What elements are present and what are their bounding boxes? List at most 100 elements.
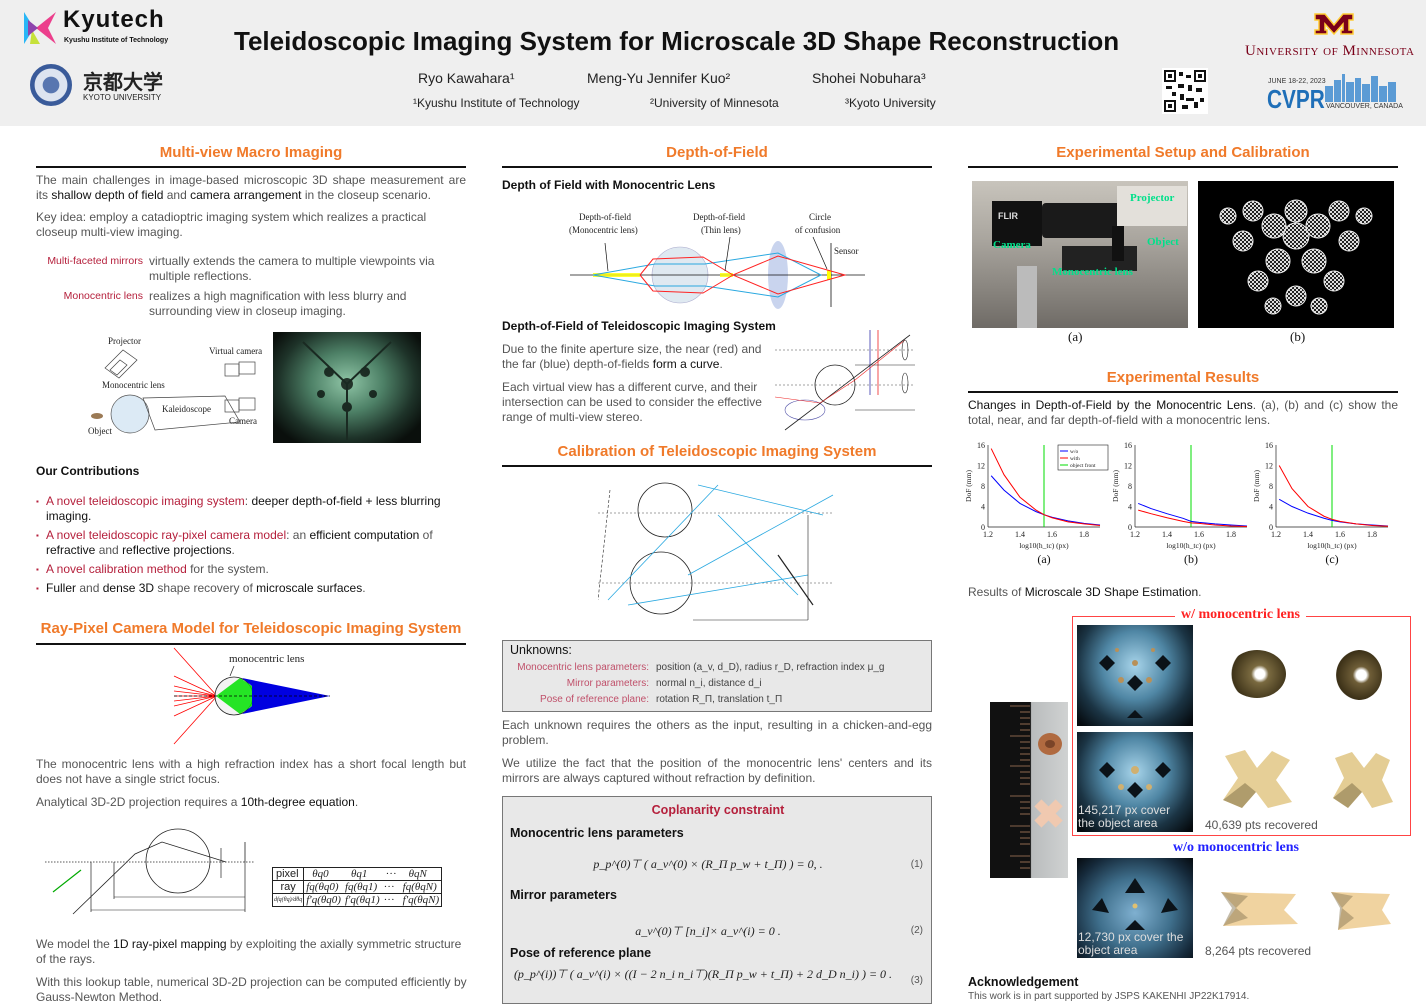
y-tick-label: 12 bbox=[1265, 462, 1273, 471]
y-axis-label: DoF (mm) bbox=[1111, 470, 1120, 502]
y-tick-label: 0 bbox=[1128, 523, 1132, 532]
x-tick-label: 1.8 bbox=[1367, 530, 1377, 539]
with-lens-points-text: 40,639 pts recovered bbox=[1205, 818, 1318, 832]
lens-description: The monocentric lens with a high refract… bbox=[36, 757, 466, 787]
kaleidoscope-capture-image bbox=[273, 332, 421, 443]
emphasis-text: deeper depth-of-field + less blurring im… bbox=[46, 494, 441, 523]
table-cell: f′q(θq1) bbox=[342, 893, 382, 907]
lens-label: monocentric lens bbox=[229, 653, 304, 665]
emphasis-text: microscale surfaces bbox=[256, 581, 363, 595]
divider bbox=[968, 166, 1398, 168]
label-camera: Camera bbox=[993, 239, 1031, 251]
legend-label: with bbox=[1070, 456, 1080, 462]
table-cell: f′q(θq0) bbox=[303, 893, 343, 907]
post bbox=[1017, 266, 1037, 328]
divider bbox=[36, 643, 466, 645]
gauss-newton-description: With this lookup table, numerical 3D-2D … bbox=[36, 975, 468, 1005]
shape-results-paragraph: Results of Microscale 3D Shape Estimatio… bbox=[968, 585, 1398, 600]
dof-lens-diagram: Depth-of-field (Monocentric lens) Depth-… bbox=[569, 212, 865, 309]
text-segment: : employ a catadioptric imaging system w… bbox=[36, 210, 427, 239]
emphasis-text: refractive bbox=[46, 543, 96, 557]
table-cell: θq0 bbox=[303, 867, 343, 881]
section-title-calibration: Calibration of Teleidoscopic Imaging Sys… bbox=[557, 443, 877, 460]
label: of confusion bbox=[795, 225, 841, 235]
ray-pixel-geometry-diagram bbox=[45, 828, 255, 915]
reconstruction-without-view-2 bbox=[1331, 892, 1391, 930]
emphasis-text: camera arrangement bbox=[190, 188, 302, 202]
label-monocentric-lens: Monocentric lens bbox=[1052, 266, 1133, 278]
definition-term: Monocentric lens bbox=[63, 290, 143, 302]
y-tick-label: 16 bbox=[977, 441, 985, 450]
umn-m-logo-icon bbox=[1313, 12, 1355, 36]
projection-description: Analytical 3D-2D projection requires a 1… bbox=[36, 795, 466, 810]
label-camera: Camera bbox=[229, 416, 257, 426]
unknown-value: position (a_v, d_D), radius r_D, refract… bbox=[656, 662, 885, 673]
dof-subtitle-1: Depth of Field with Monocentric Lens bbox=[502, 178, 716, 192]
x-tick-label: 1.2 bbox=[1130, 530, 1140, 539]
table-header-cell: ray bbox=[271, 880, 305, 894]
object-stand bbox=[1112, 226, 1124, 261]
x-tick-label: 1.6 bbox=[1335, 530, 1345, 539]
unknown-label: Mirror parameters: bbox=[566, 678, 649, 689]
reconstruction-without-view-1 bbox=[1221, 892, 1298, 926]
unknown-value: rotation R_Π, translation t_Π bbox=[656, 694, 783, 705]
centers-paragraph: We utilize the fact that the position of… bbox=[502, 756, 932, 786]
emphasis-text: Microscale 3D Shape Estimation bbox=[1024, 585, 1199, 599]
kyoto-jp-name: 京都大学 bbox=[83, 72, 163, 94]
series-line-with bbox=[1138, 509, 1248, 527]
table-cell: θqN bbox=[400, 867, 443, 881]
dof-subtitle-2: Depth-of-Field of Teleidoscopic Imaging … bbox=[502, 319, 776, 333]
y-tick-label: 0 bbox=[981, 523, 985, 532]
text-segment: We utilize the fact that the position of… bbox=[502, 756, 932, 785]
x-tick-label: 1.2 bbox=[983, 530, 993, 539]
intro-paragraph: The main challenges in image-based micro… bbox=[36, 173, 466, 203]
series-line-wo bbox=[1138, 502, 1248, 527]
x-tick-label: 1.4 bbox=[1162, 530, 1172, 539]
kyutech-name: Kyutech bbox=[63, 6, 165, 33]
text-segment: and bbox=[95, 543, 123, 557]
teleidoscope-dof-diagram bbox=[775, 330, 915, 431]
equation-number: (1) bbox=[910, 859, 923, 870]
monocentric-lens-ray-diagram: monocentric lens bbox=[173, 647, 330, 745]
unknown-label: Monocentric lens parameters: bbox=[517, 662, 649, 673]
series-line-wo bbox=[1278, 498, 1389, 527]
qr-code-icon[interactable] bbox=[1162, 68, 1208, 114]
series-line-with bbox=[990, 448, 1101, 526]
legend-label: w/o bbox=[1070, 449, 1079, 455]
chart-caption: (a) bbox=[1037, 552, 1050, 566]
without-lens-coverage-text: 12,730 px cover the object area bbox=[1078, 930, 1184, 957]
y-tick-label: 4 bbox=[1128, 503, 1132, 512]
affiliation-2: ²University of Minnesota bbox=[650, 96, 779, 110]
emphasis-text: Changes in Depth-of-Field by the Monocen… bbox=[968, 398, 1253, 412]
definition-term: Multi-faceted mirrors bbox=[47, 255, 143, 267]
divider bbox=[502, 166, 932, 168]
section-title-ray-pixel: Ray-Pixel Camera Model for Teleidoscopic… bbox=[40, 620, 462, 637]
text-segment: for the system. bbox=[186, 562, 269, 576]
definition-list: Multi-faceted mirrors virtually extends … bbox=[36, 254, 456, 319]
series-line-with bbox=[1278, 465, 1389, 527]
reconstruction-cross-view-1 bbox=[1223, 750, 1292, 808]
page-title: Teleidoscopic Imaging System for Microsc… bbox=[234, 26, 1120, 56]
x-tick-label: 1.6 bbox=[1194, 530, 1204, 539]
kyoto-university-seal-icon bbox=[30, 64, 72, 106]
legend-label: object front bbox=[1070, 462, 1096, 469]
divider bbox=[36, 166, 466, 168]
unknowns-box: Unknowns: Monocentric lens parameters: p… bbox=[502, 640, 932, 712]
text-segment: in the closeup scenario. bbox=[301, 188, 431, 202]
with-lens-capture-image-2: 145,217 px cover the object area bbox=[1077, 732, 1193, 832]
x-axis-label: log10(h_tc) (px) bbox=[1307, 541, 1357, 550]
x-axis-label: log10(h_tc) (px) bbox=[1166, 541, 1216, 550]
text-segment: : an bbox=[286, 528, 310, 542]
text-segment: of bbox=[419, 528, 433, 542]
text-segment: and bbox=[163, 188, 191, 202]
contributions-list: A novel teleidoscopic imaging system: de… bbox=[36, 494, 466, 600]
equation-3: (p_p^(i))⊤ ( a_v^(i) × ((I − 2 n_i n_i⊤)… bbox=[513, 967, 893, 981]
figure-caption-a: (a) bbox=[1068, 329, 1083, 344]
kyutech-subtitle: Kyushu Institute of Technology bbox=[64, 37, 169, 44]
poster-header: Kyutech Kyushu Institute of Technology 京… bbox=[0, 0, 1426, 126]
vancouver-skyline-icon bbox=[1323, 72, 1398, 102]
definition-desc: virtually extends the camera to multiple… bbox=[149, 254, 435, 283]
